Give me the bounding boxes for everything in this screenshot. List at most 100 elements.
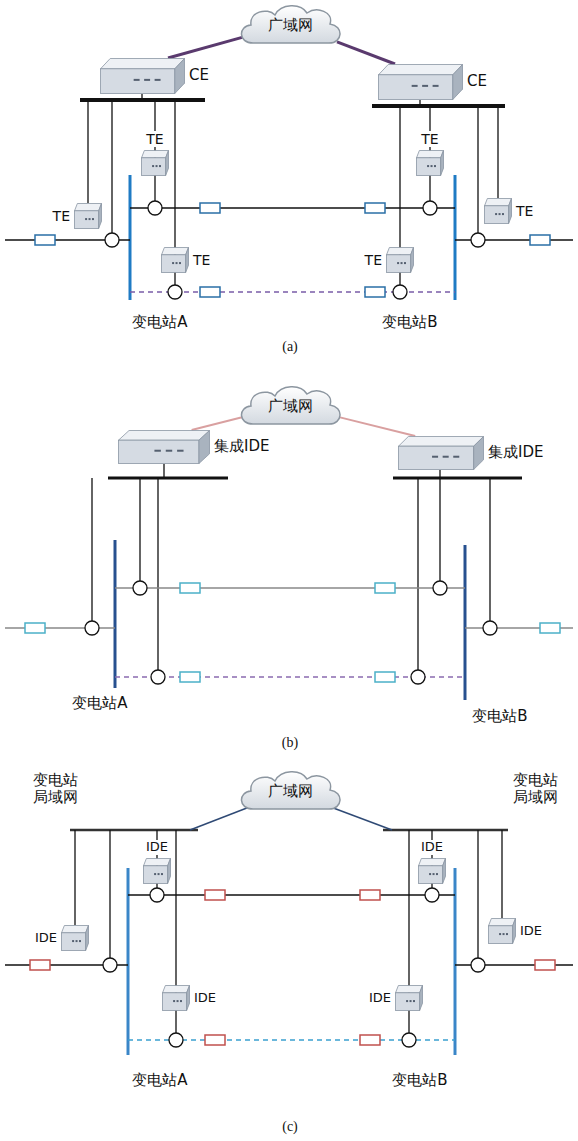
network-label: 广域网	[267, 779, 314, 800]
device-side	[199, 431, 210, 464]
cloud-node: 广域网	[235, 768, 345, 812]
feeder-wire	[477, 106, 478, 233]
feeder-wire	[497, 106, 498, 198]
circuit-breaker	[35, 235, 55, 245]
device-led	[433, 85, 439, 87]
lan-bus	[70, 829, 198, 832]
device-top	[399, 437, 484, 447]
label-holder: (a)	[281, 336, 299, 355]
device-label: CE	[466, 73, 488, 90]
device-front	[75, 211, 99, 229]
circuit-breaker	[35, 203, 550, 297]
device-led	[410, 1000, 412, 1002]
device-led	[166, 450, 172, 452]
current-transformer	[148, 201, 162, 215]
wan-connector	[337, 42, 395, 64]
device-node: TE	[141, 131, 169, 176]
device-side	[453, 65, 463, 100]
device-icon	[488, 918, 516, 944]
device-side	[411, 248, 414, 273]
current-transformer	[105, 233, 119, 247]
device-node: TE	[364, 247, 414, 273]
device-icon	[143, 858, 171, 884]
device-node: TE	[484, 198, 534, 224]
device-label: IDE	[34, 931, 58, 946]
substation-label: 变电站 局域网	[30, 772, 80, 807]
device-node: 集成IDE	[398, 436, 544, 470]
feeder-wire	[87, 100, 88, 203]
current-transformer	[483, 621, 497, 635]
device-icon	[416, 150, 444, 176]
feeder-wire	[417, 478, 418, 670]
device-led	[427, 165, 429, 167]
device-side	[99, 204, 102, 229]
device-led	[72, 940, 74, 942]
device-icon	[484, 198, 512, 224]
device-node: CE	[100, 58, 210, 94]
label-holder: 变电站A	[131, 312, 188, 331]
substation-bus	[128, 868, 455, 1055]
device-front	[379, 75, 453, 100]
transmission-line	[5, 895, 573, 965]
circuit-breaker	[540, 623, 560, 633]
cloud-node: 广域网	[235, 2, 345, 46]
device-led	[159, 165, 161, 167]
circuit-breaker	[205, 1035, 225, 1045]
device-top	[163, 986, 190, 993]
circuit-breaker	[375, 672, 395, 682]
device-led	[154, 450, 160, 452]
device-front	[144, 866, 168, 884]
device-top	[101, 59, 185, 69]
device-led	[397, 262, 399, 264]
device-led	[152, 165, 154, 167]
device-node: IDE	[368, 985, 423, 1011]
circuit-breaker	[530, 235, 550, 245]
device-led	[443, 456, 449, 458]
device-icon	[118, 430, 210, 464]
device-led	[177, 1000, 179, 1002]
feeder-wire	[141, 94, 142, 100]
current-transformer	[85, 621, 99, 635]
device-label: IDE	[145, 840, 169, 855]
device-front	[162, 255, 186, 273]
current-transformer	[433, 581, 447, 595]
device-icon	[61, 925, 89, 951]
device-led	[179, 262, 181, 264]
feeder-wire	[157, 478, 158, 670]
device-label: TE	[145, 131, 164, 147]
device-led	[434, 165, 436, 167]
device-led	[506, 933, 508, 935]
circuit-breaker	[365, 203, 385, 213]
device-front	[489, 926, 513, 944]
device-led	[154, 873, 156, 875]
device-led	[422, 85, 428, 87]
wan-link	[328, 806, 392, 830]
device-led	[161, 873, 163, 875]
device-top	[75, 204, 102, 211]
device-bus	[372, 104, 505, 108]
device-top	[144, 859, 171, 866]
lan-bus	[383, 829, 508, 832]
device-node: IDE	[488, 918, 543, 944]
feeder-wire	[419, 100, 420, 106]
feeder-wire	[75, 830, 502, 1033]
substation-label: 变电站A	[131, 313, 188, 331]
cloud-outline	[241, 772, 340, 809]
device-front	[62, 933, 86, 951]
device-top	[142, 151, 169, 158]
feeder-wire	[489, 478, 490, 621]
feeder-wire	[111, 100, 112, 233]
feeder-wire	[74, 830, 75, 925]
label-holder: (b)	[281, 732, 299, 751]
device-top	[417, 151, 444, 158]
feeder-wire	[477, 830, 478, 958]
device-icon	[162, 985, 190, 1011]
cloud-node: 广域网	[235, 383, 345, 427]
device-label: IDE	[519, 924, 543, 939]
device-top	[119, 431, 210, 441]
current-transformer	[133, 581, 147, 595]
device-front	[387, 255, 411, 273]
circuit-breaker	[200, 203, 220, 213]
